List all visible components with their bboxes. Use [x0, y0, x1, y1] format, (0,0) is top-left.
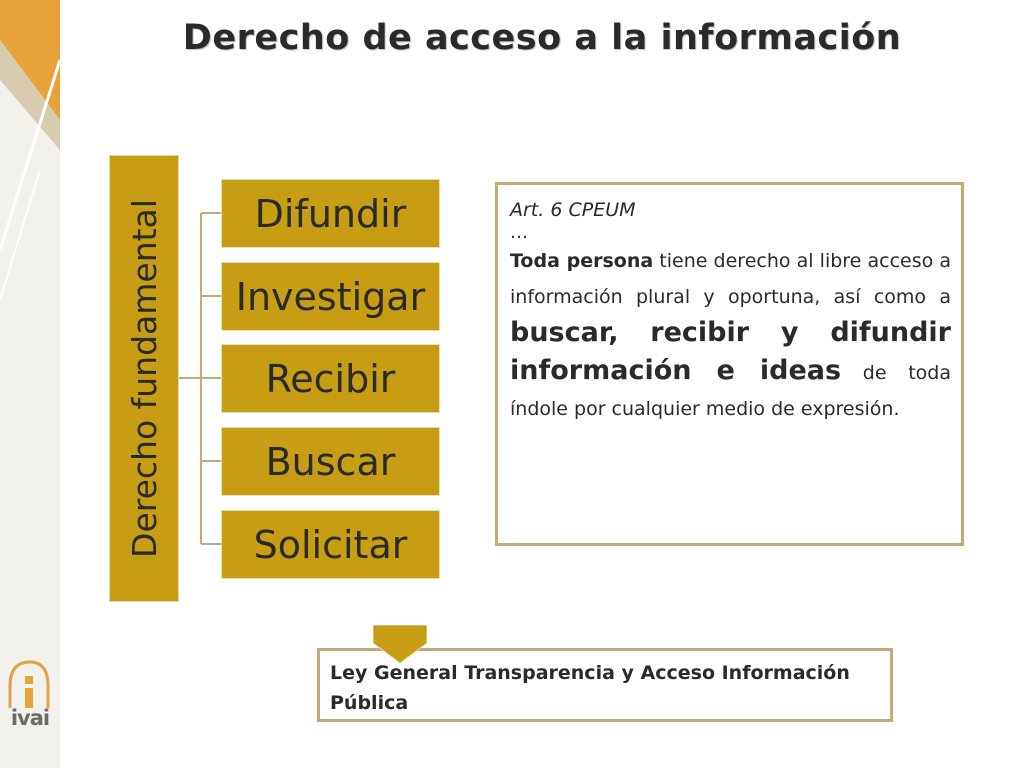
- logo-label: ivai: [10, 706, 50, 730]
- sidebar-decoration: [0, 0, 60, 301]
- item-investigar: Investigar: [221, 262, 440, 331]
- item-solicitar: Solicitar: [221, 510, 440, 579]
- page-title: Derecho de acceso a la información: [182, 18, 902, 58]
- article-heading: Art. 6 CPEUM: [510, 199, 636, 221]
- article-paragraph: Toda persona tiene derecho al libre acce…: [510, 243, 951, 427]
- ivai-logo-icon: [8, 660, 50, 708]
- item-difundir: Difundir: [221, 179, 440, 248]
- article-text-1: tiene derecho al libre acceso a informac…: [510, 250, 951, 308]
- root-box: [109, 155, 179, 602]
- decorative-sidebar: [0, 0, 60, 768]
- article-text-2: de toda índole por cualquier medio de ex…: [510, 362, 951, 420]
- article-ellipsis: …: [510, 222, 528, 243]
- down-arrow-icon: [373, 625, 427, 664]
- article-bold-intro: Toda persona: [510, 250, 654, 272]
- law-box: Ley General Transparencia y Acceso Infor…: [317, 648, 893, 722]
- item-buscar: Buscar: [221, 427, 440, 496]
- item-recibir: Recibir: [221, 344, 440, 413]
- article-emphasis: buscar, recibir y difundir información e…: [510, 317, 951, 386]
- article-box: Art. 6 CPEUM … Toda persona tiene derech…: [495, 182, 964, 546]
